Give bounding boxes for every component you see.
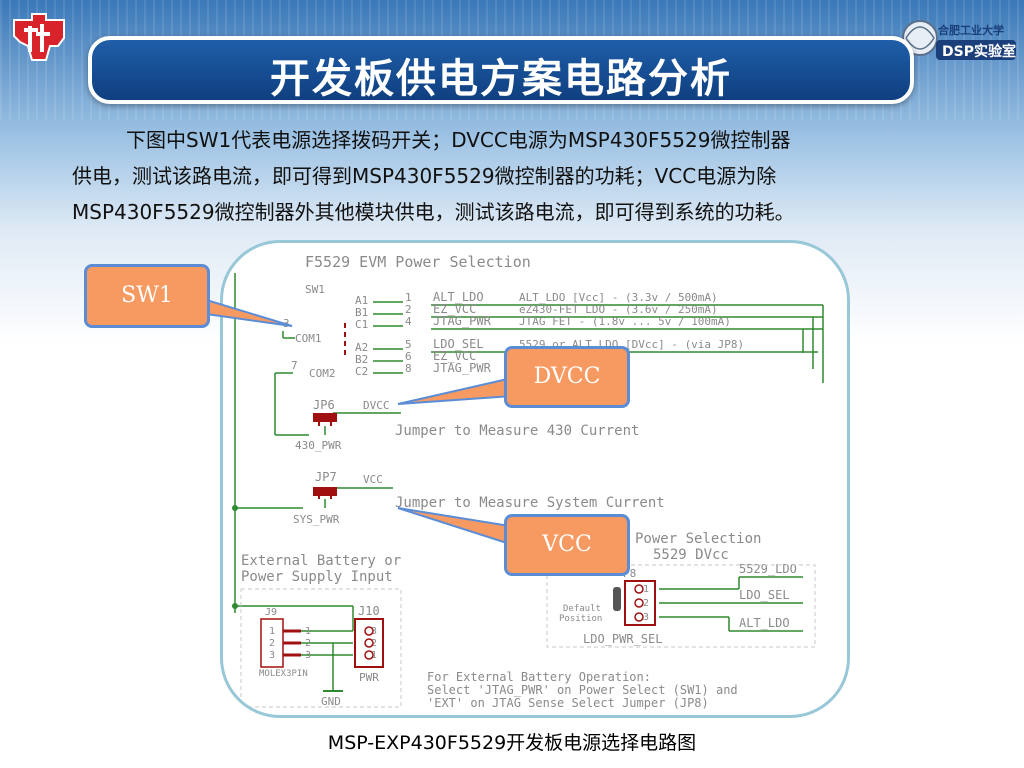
mid-pin-2: 2	[305, 638, 311, 649]
com2-label: COM2	[309, 367, 336, 380]
desc-alt-ldo: ALT_LDO [Vcc] - (3.3v / 500mA)	[519, 291, 718, 304]
desc-jtag-fet: JTAG FET - (1.8v ... 5v / 100mA)	[519, 315, 731, 328]
paragraph-line-1: 下图中SW1代表电源选择拨码开关；DVCC电源为MSP430F5529微控制器	[126, 128, 791, 152]
jp8-pin-3: 3	[643, 612, 649, 623]
note-line-1: For External Battery Operation:	[427, 670, 651, 684]
callout-dvcc: DVCC	[504, 346, 630, 408]
mid-pin-3: 3	[305, 650, 311, 661]
title-banner: 开发板供电方案电路分析	[88, 36, 914, 104]
jp8-pin-1: 1	[643, 584, 649, 595]
j10-ref: J10	[358, 604, 380, 618]
slide-title: 开发板供电方案电路分析	[270, 56, 732, 102]
figure-caption: MSP-EXP430F5529开发板电源选择电路图	[327, 732, 697, 754]
ldo-pwr-sel: LDO_PWR_SEL	[583, 632, 662, 646]
description-paragraph: 下图中SW1代表电源选择拨码开关；DVCC电源为MSP430F5529微控制器 …	[72, 122, 972, 230]
ext-title-1: External Battery or	[241, 553, 401, 569]
callout-sw1: SW1	[84, 264, 210, 328]
jp8-pin-2: 2	[643, 598, 649, 609]
net-jtag-pwr: JTAG_PWR	[433, 314, 492, 328]
com2-pin: 7	[291, 359, 298, 372]
com1-label: COM1	[295, 332, 322, 345]
callout-vcc: VCC	[504, 514, 630, 576]
paragraph-line-2: 供电，测试该路电流，即可得到MSP430F5529微控制器的功耗；VCC电源为除	[72, 164, 777, 188]
switch-num-1: 1	[405, 291, 412, 304]
university-name: 合肥工业大学	[938, 24, 1004, 37]
lab-name: DSP实验室	[942, 44, 1016, 60]
jp8-net-alt-ldo: ALT_LDO	[739, 616, 790, 630]
jp6-ref: JP6	[313, 398, 335, 412]
power-selection-schematic: F5529 EVM Power Selection SW1	[232, 253, 824, 710]
net-alt-ldo: ALT_LDO	[433, 290, 484, 304]
switch-num-8: 8	[405, 362, 412, 375]
switch-num-6: 6	[405, 350, 412, 363]
net-ez-vcc-2: EZ_VCC	[433, 349, 476, 363]
mid-pin-1: 1	[305, 626, 311, 637]
net-jtag-pwr-2: JTAG_PWR	[433, 361, 492, 375]
jp8-net-ldo-sel: LDO_SEL	[739, 588, 790, 602]
default-label-1: Default	[563, 604, 601, 614]
j9-name: MOLEX3PIN	[259, 669, 308, 679]
default-label-2: Position	[559, 614, 602, 624]
j9-pin-3: 3	[269, 650, 275, 661]
sel-title-2: 5529 DVcc	[653, 547, 729, 563]
j10-pin-2: 2	[371, 638, 377, 649]
jp6-name: 430_PWR	[295, 439, 342, 452]
j10-pin-1: 1	[371, 650, 377, 661]
net-ez-vcc: EZ_VCC	[433, 302, 476, 316]
note-line-2: Select 'JTAG_PWR' on Power Select (SW1) …	[427, 683, 738, 697]
jp6-net: DVCC	[363, 399, 390, 412]
jp7-name: SYS_PWR	[293, 513, 340, 526]
j10-name: PWR	[359, 671, 379, 684]
switch-num-5: 5	[405, 338, 412, 351]
j9-ref: J9	[265, 607, 277, 618]
sel-title-1: Power Selection	[635, 531, 761, 547]
j9-pin-1: 1	[269, 626, 275, 637]
jp7-net: VCC	[363, 473, 383, 486]
net-ldo-sel: LDO_SEL	[433, 337, 484, 351]
j9-pin-2: 2	[269, 638, 275, 649]
switch-num-2: 2	[405, 303, 412, 316]
dsp-lab-emblem-icon	[902, 20, 1016, 60]
switch-pin-b1: B1	[355, 306, 368, 319]
ti-logo	[13, 13, 65, 61]
desc-ez430: eZ430-FET LDO - (3.6v / 250mA)	[519, 303, 718, 316]
jp7-ref: JP7	[315, 470, 337, 484]
j10-pin-3: 3	[371, 626, 377, 637]
schematic-title: F5529 EVM Power Selection	[305, 253, 531, 271]
jp7-note: Jumper to Measure System Current	[395, 495, 665, 511]
sw1-ref: SW1	[305, 283, 325, 296]
switch-pin-c2: C2	[355, 365, 368, 378]
switch-pin-c1: C1	[355, 318, 368, 331]
ext-title-2: Power Supply Input	[241, 569, 393, 585]
note-line-3: 'EXT' on JTAG Sense Select Jumper (JP8)	[427, 696, 709, 710]
switch-num-4: 4	[405, 315, 412, 328]
gnd-label: GND	[321, 695, 341, 708]
schematic-frame: F5529 EVM Power Selection SW1	[220, 240, 850, 718]
paragraph-line-3: MSP430F5529微控制器外其他模块供电，测试该路电流，即可得到系统的功耗。	[72, 200, 795, 224]
jp6-note: Jumper to Measure 430 Current	[395, 423, 639, 439]
switch-pin-b2: B2	[355, 353, 368, 366]
dsp-lab-logo: 合肥工业大学 DSP实验室	[900, 10, 1018, 70]
switch-pin-a1: A1	[355, 294, 368, 307]
switch-pin-a2: A2	[355, 341, 368, 354]
